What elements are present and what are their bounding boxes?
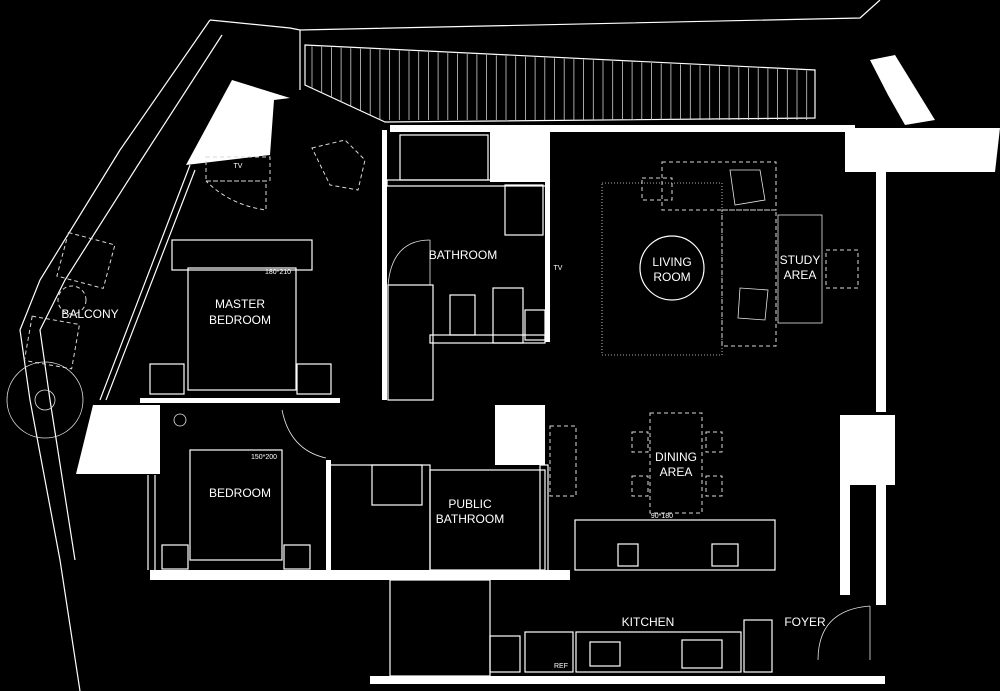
label-dining-table-size: 90*180: [651, 513, 673, 520]
label-master-bedroom-1: MASTER: [215, 297, 265, 311]
label-living-room-1: LIVING: [652, 255, 691, 269]
label-master-bedroom-2: BEDROOM: [209, 313, 271, 327]
label-dining-area-1: DINING: [655, 450, 697, 464]
label-bed-size: 150*200: [251, 454, 277, 461]
label-bedroom: BEDROOM: [209, 486, 271, 500]
master-bedroom-furniture: [149, 139, 366, 395]
label-public-bathroom-1: PUBLIC: [448, 497, 492, 511]
ramp-hatching: [304, 44, 816, 123]
living-room-furniture: [601, 161, 859, 356]
label-ref: REF: [554, 663, 568, 670]
label-living-room-2: ROOM: [653, 270, 690, 284]
label-tv-living: TV: [554, 265, 563, 272]
balcony-furniture: [6, 231, 116, 439]
kitchen-fixtures: [489, 543, 871, 673]
dining-furniture: [549, 412, 723, 514]
label-dining-area-2: AREA: [660, 465, 693, 479]
label-tv-master: TV: [234, 163, 243, 170]
bedroom-furniture: [161, 409, 327, 570]
bathroom-fixtures: [387, 134, 546, 344]
walls: [76, 55, 1000, 684]
room-labels: BALCONY MASTER BEDROOM 180*210 TV BATHRO…: [61, 163, 826, 670]
label-public-bathroom-2: BATHROOM: [436, 512, 504, 526]
label-study-area-2: AREA: [784, 268, 817, 282]
label-bathroom: BATHROOM: [429, 248, 497, 262]
label-study-area-1: STUDY: [780, 253, 821, 267]
label-kitchen: KITCHEN: [622, 615, 675, 629]
site-outline: [19, 0, 881, 691]
label-balcony: BALCONY: [61, 307, 118, 321]
partitions: [329, 179, 776, 677]
windows: [99, 164, 196, 570]
label-foyer: FOYER: [784, 615, 826, 629]
label-master-bed-size: 180*210: [265, 269, 291, 276]
